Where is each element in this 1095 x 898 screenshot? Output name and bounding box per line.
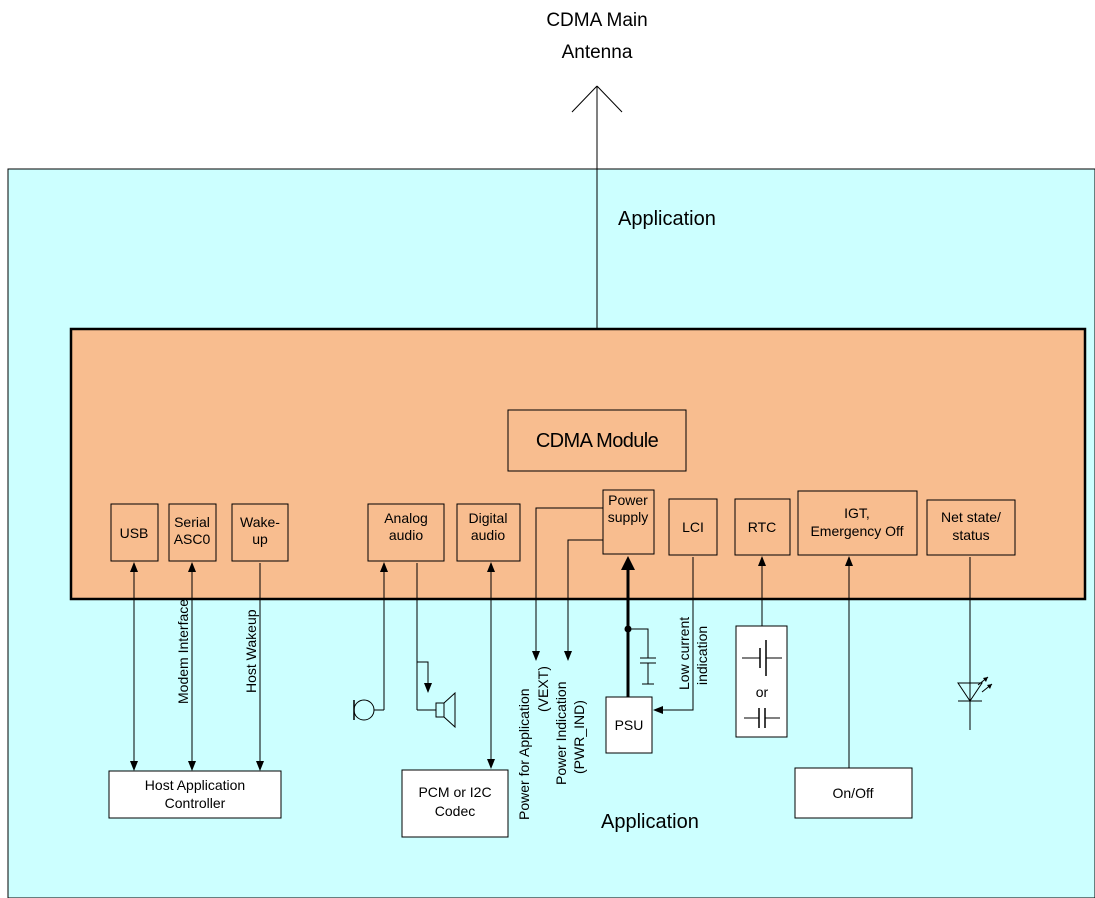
analog-audio-label-line2: audio (389, 527, 423, 543)
antenna: CDMA Main Antenna (546, 10, 648, 410)
wakeup-label-line2: up (252, 531, 268, 547)
vext-label-line2: (VEXT) (535, 666, 551, 712)
vext-line (532, 507, 603, 661)
or-label: or (756, 684, 769, 700)
onoff-label: On/Off (833, 785, 874, 801)
pwr-ind-label-line1: Power Indication (553, 681, 569, 785)
psu-power-arrowhead (621, 556, 635, 570)
power-supply-label-line1: Power (608, 492, 648, 508)
analog-audio-box (367, 503, 445, 562)
speaker-icon (435, 691, 456, 729)
analog-audio-label-line1: Analog (384, 510, 428, 526)
wakeup-box (231, 503, 289, 562)
application-label-bottom: Application (601, 811, 699, 833)
usb-label: USB (120, 525, 149, 541)
wakeup-label-line1: Wake- (240, 514, 280, 530)
host-controller-label-line2: Controller (165, 795, 226, 811)
application-label-top: Application (618, 208, 716, 230)
antenna-label-line1: CDMA Main (546, 10, 647, 31)
codec-box (401, 769, 509, 838)
modem-interface-label: Modem Interface (175, 599, 191, 704)
rtc-backup-box (735, 625, 788, 738)
antenna-label-line2: Antenna (562, 42, 633, 63)
digital-audio-label-line2: audio (471, 527, 505, 543)
rtc-box (734, 498, 791, 556)
speaker-line (416, 563, 432, 693)
host-controller-box (108, 770, 282, 819)
igt-label-line2: Emergency Off (810, 523, 903, 539)
net-state-box (926, 499, 1016, 556)
serial-box (168, 503, 217, 562)
pwr-ind-label-line2: (PWR_IND) (571, 700, 587, 774)
led-icon (957, 676, 993, 702)
psu-box (605, 696, 653, 754)
rtc-label: RTC (748, 519, 777, 535)
cdma-module-label: CDMA Module (536, 430, 659, 452)
net-state-label-line1: Net state/ (941, 509, 1001, 525)
psu-label: PSU (615, 717, 644, 733)
onoff-box (794, 767, 913, 819)
serial-label-line2: ASC0 (174, 531, 211, 547)
host-wakeup-label: Host Wakeup (243, 609, 259, 693)
microphone-icon (353, 699, 375, 721)
lci-box (668, 498, 718, 556)
capacitor-icon (628, 628, 656, 685)
digital-audio-box (456, 503, 521, 562)
serial-label-line1: Serial (174, 514, 210, 530)
low-current-label-line1: Low current (676, 617, 692, 690)
digital-audio-label-line1: Digital (469, 510, 508, 526)
power-supply-box (602, 489, 655, 555)
pwr-ind-line (564, 539, 603, 661)
usb-box (110, 503, 159, 562)
cdma-module-box (507, 409, 687, 472)
battery-icon (742, 640, 782, 676)
lci-label: LCI (682, 519, 704, 535)
net-state-label-line2: status (952, 527, 989, 543)
low-current-line (653, 557, 694, 714)
antenna-arm-right (596, 85, 623, 113)
igt-label-line1: IGT, (844, 505, 870, 521)
low-current-label-line2: indication (694, 626, 710, 685)
antenna-arm-left (571, 85, 598, 113)
capacitor-backup-icon (744, 708, 780, 728)
power-supply-label-line2: supply (608, 509, 648, 525)
igt-box (797, 490, 918, 556)
host-controller-label-line1: Host Application (145, 777, 245, 793)
codec-label-line1: PCM or I2C (418, 784, 491, 800)
vext-label-line1: Power for Application (516, 688, 532, 820)
codec-label-line2: Codec (435, 803, 475, 819)
